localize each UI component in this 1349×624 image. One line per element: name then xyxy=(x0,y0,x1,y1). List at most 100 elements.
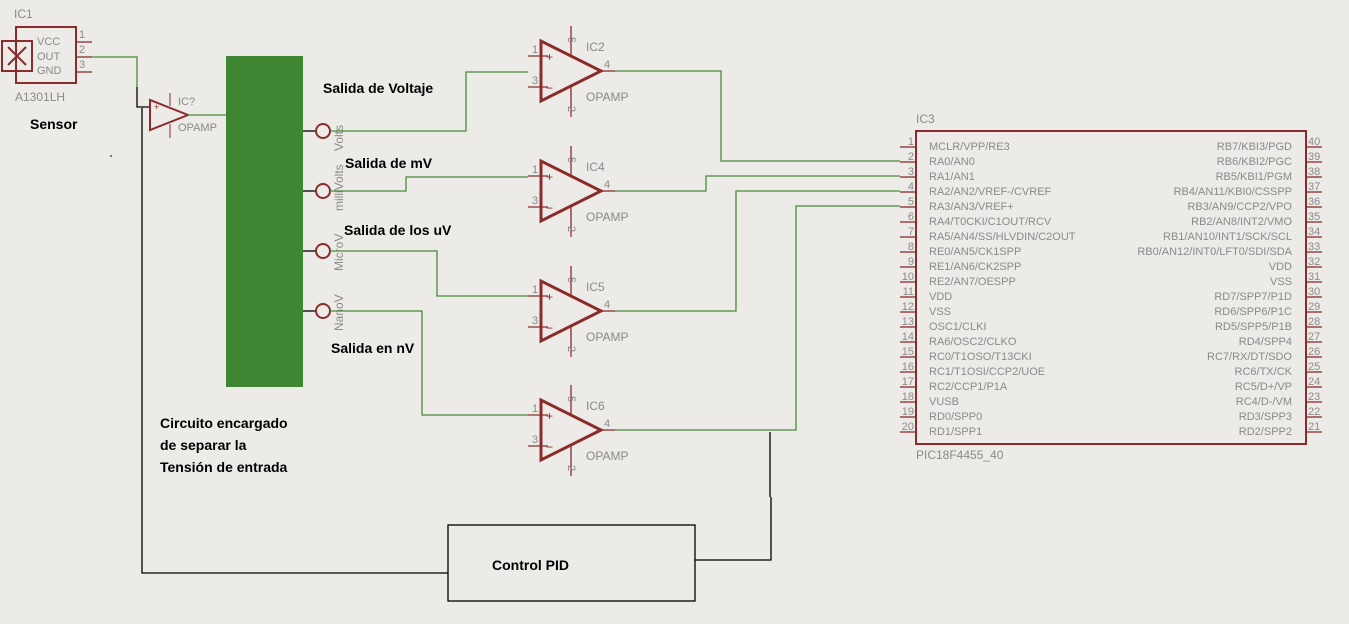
svg-text:MCLR/VPP/RE3: MCLR/VPP/RE3 xyxy=(929,141,1010,153)
svg-text:RD5/SPP5/P1B: RD5/SPP5/P1B xyxy=(1215,321,1292,333)
svg-text:RA6/OSC2/CLKO: RA6/OSC2/CLKO xyxy=(929,336,1017,348)
output-terminal-microv[interactable]: MicroV xyxy=(303,234,346,271)
svg-text:5: 5 xyxy=(565,157,577,163)
svg-text:4: 4 xyxy=(604,179,610,191)
svg-text:33: 33 xyxy=(1308,241,1320,253)
output-terminal-volts[interactable]: Volts xyxy=(303,123,346,151)
mcu-pin-38[interactable]: 38 RB5/KBI1/PGM xyxy=(1216,166,1322,183)
sensor-pin-vcc: VCC xyxy=(37,36,60,48)
mcu-pin-34[interactable]: 34 RB1/AN10/INT1/SCK/SCL xyxy=(1163,226,1322,243)
opamp-ref: IC4 xyxy=(586,160,605,174)
signal-label-volts: Salida de Voltaje xyxy=(323,80,433,96)
mcu-pin-1[interactable]: 1 MCLR/VPP/RE3 xyxy=(900,136,1010,153)
wire-feedback-pid xyxy=(695,497,772,561)
svg-text:RA3/AN3/VREF+: RA3/AN3/VREF+ xyxy=(929,201,1014,213)
opamp-part: OPAMP xyxy=(586,449,628,463)
svg-text:6: 6 xyxy=(908,211,914,223)
separator-note-line2: de separar la xyxy=(160,437,247,453)
terminal-icon xyxy=(315,303,331,319)
svg-text:RB5/KBI1/PGM: RB5/KBI1/PGM xyxy=(1216,171,1292,183)
buffer-opamp[interactable]: + IC? OPAMP xyxy=(149,93,217,138)
wire-ic4-to-ra1 xyxy=(615,175,900,192)
output-terminal-nanov[interactable]: NanoV xyxy=(303,294,346,331)
svg-text:RD7/SPP7/P1D: RD7/SPP7/P1D xyxy=(1214,291,1292,303)
wire-ic6-to-ra3 xyxy=(615,205,900,431)
svg-text:RC6/TX/CK: RC6/TX/CK xyxy=(1235,366,1293,378)
mcu-pin-28[interactable]: 28 RD5/SPP5/P1B xyxy=(1215,316,1322,333)
wire-sensor-out xyxy=(92,56,138,87)
sensor-label: Sensor xyxy=(30,116,78,132)
voltage-separator-block[interactable] xyxy=(226,56,303,387)
opamp-part: OPAMP xyxy=(586,210,628,224)
separator-note-line1: Circuito encargado xyxy=(160,415,288,431)
mcu-ref: IC3 xyxy=(916,112,935,126)
svg-text:36: 36 xyxy=(1308,196,1320,208)
svg-text:1: 1 xyxy=(908,136,914,148)
buffer-part: OPAMP xyxy=(178,122,217,134)
svg-text:28: 28 xyxy=(1308,316,1320,328)
svg-text:17: 17 xyxy=(902,376,914,388)
svg-text:RB2/AN8/INT2/VMO: RB2/AN8/INT2/VMO xyxy=(1191,216,1292,228)
sensor-ref: IC1 xyxy=(14,7,33,21)
pid-block[interactable]: Control PID xyxy=(447,524,696,602)
svg-text:9: 9 xyxy=(908,256,914,268)
svg-text:RB1/AN10/INT1/SCK/SCL: RB1/AN10/INT1/SCK/SCL xyxy=(1163,231,1292,243)
wire-buffer-in xyxy=(136,87,150,108)
output-terminal-millivolts[interactable]: milliVolts xyxy=(303,164,346,211)
svg-text:34: 34 xyxy=(1308,226,1320,238)
svg-text:RC4/D-/VM: RC4/D-/VM xyxy=(1236,396,1292,408)
svg-text:VSS: VSS xyxy=(929,306,951,318)
sensor-ic1[interactable]: IC1 VCC OUT GND 1 2 3 A1301LH xyxy=(1,7,92,104)
svg-text:24: 24 xyxy=(1308,376,1320,388)
minus-sign: − xyxy=(546,81,553,95)
minus-sign: − xyxy=(546,440,553,454)
svg-text:15: 15 xyxy=(902,346,914,358)
svg-text:RA0/AN0: RA0/AN0 xyxy=(929,156,975,168)
svg-text:8: 8 xyxy=(908,241,914,253)
svg-text:38: 38 xyxy=(1308,166,1320,178)
